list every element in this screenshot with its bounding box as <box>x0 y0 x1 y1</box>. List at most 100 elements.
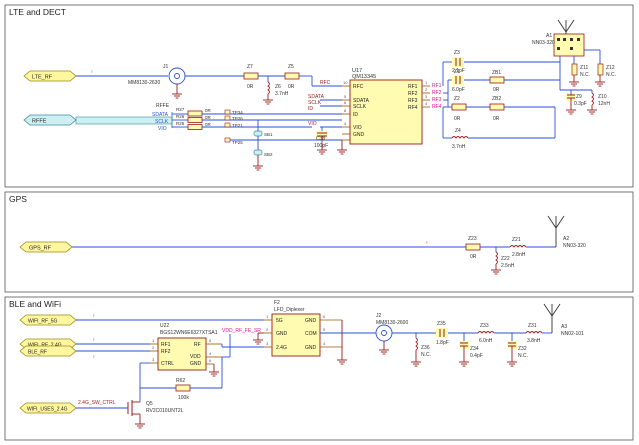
z10-value: 12nH <box>598 101 610 107</box>
u17-pin-num-2: 2 <box>425 87 428 92</box>
inductor-z33 <box>477 331 495 334</box>
a1-part: NN03-320 <box>532 40 555 46</box>
u22-pin-ctrl: CTRL <box>161 361 174 367</box>
q5-ref: Q5 <box>146 401 153 407</box>
f2-pin-gnd-r1: GND <box>305 318 317 324</box>
ic-u17 <box>349 79 423 145</box>
tp26-label: TP26 <box>232 116 243 121</box>
capacitor-c38-box <box>316 131 328 139</box>
z5-ref: Z5 <box>288 64 294 70</box>
z31-ref: Z31 <box>528 323 537 329</box>
resistor-r27 <box>187 110 203 117</box>
component-z11 <box>571 63 578 76</box>
antenna-a3-icon <box>543 303 561 333</box>
z2-value: 0R <box>454 116 461 122</box>
net-sclk: SCLK <box>308 100 322 106</box>
z36-value: N.C. <box>421 352 431 358</box>
z12-ref: Z12 <box>606 65 615 71</box>
zb2-value: 0R <box>493 116 500 122</box>
rffe-line-vio: VIO <box>158 126 167 132</box>
svg-text:♀: ♀ <box>90 69 94 75</box>
z21-ref: Z21 <box>512 237 521 243</box>
u22-pin-num-3: 3 <box>152 357 155 362</box>
z3-value: 2.1pF <box>452 68 465 74</box>
section-frame-ble <box>4 296 634 441</box>
diplexer-f2 <box>271 313 321 357</box>
u17-pin-num-4r: 4 <box>425 101 428 106</box>
z6-value: 3.7nH <box>275 91 289 97</box>
u22-pin-num-4: 4 <box>209 351 212 356</box>
rffe-line-sclk: SCLK <box>155 119 169 125</box>
net-vdd-rf-fe: VDD_RF_FE_SR <box>222 328 261 334</box>
r26-ref: R26 <box>176 114 185 119</box>
inductor-z6 <box>267 81 270 95</box>
section-title-gps: GPS <box>9 194 27 204</box>
resistor-r26 <box>187 117 203 123</box>
u22-pin-vdd: VDD <box>190 354 201 360</box>
net-rf1: RF1 <box>432 83 442 89</box>
u17-pin-gnd: GND <box>353 132 365 138</box>
u22-pin-num-6: 6 <box>209 358 212 363</box>
u17-pin-num-1: 1 <box>425 80 428 85</box>
net-vio: VIO <box>308 121 317 127</box>
zb1-ref: ZB1 <box>492 70 501 76</box>
zb1-value: 0R <box>493 87 500 93</box>
z3-ref: Z3 <box>454 50 460 56</box>
z31-value: 3.8nH <box>527 338 541 344</box>
tp25-label: TP25 <box>232 140 243 145</box>
z22-value: 2.5nH <box>501 263 515 269</box>
resistor-z7 <box>243 72 259 80</box>
u22-ref: U22 <box>160 323 169 329</box>
net-rf2: RF2 <box>432 90 442 96</box>
r62-ref: R62 <box>176 378 185 384</box>
a3-part: NN02-101 <box>561 331 584 337</box>
resistor-r62 <box>175 384 191 392</box>
testpoint-tp25 <box>224 137 231 143</box>
z7-ref: Z7 <box>247 64 253 70</box>
section-title-lte: LTE and DECT <box>9 7 66 17</box>
u17-pin-rf3: RF3 <box>408 98 418 104</box>
testpoint-tp21 <box>224 122 231 128</box>
u22-part: BGS12WN6E6327XTSA1 <box>160 330 218 336</box>
u17-ref: U17 <box>352 68 362 74</box>
z11-ref: Z11 <box>580 65 588 71</box>
z9-value: 0.3pF <box>574 101 587 107</box>
r27-value: 0R <box>205 108 212 113</box>
u22-pin-num-5: 5 <box>209 338 212 343</box>
inductor-z36 <box>415 337 418 351</box>
f2-pin-num-6: 6 <box>323 314 326 319</box>
a2-part: NN03-320 <box>563 243 586 249</box>
f2-pin-num-5: 5 <box>323 327 326 332</box>
inductor-z10 <box>591 92 594 106</box>
f2-pin-gnd-r2: GND <box>305 345 317 351</box>
section-title-ble: BLE and WiFi <box>9 299 61 309</box>
f2-pin-num-1: 1 <box>266 314 269 319</box>
z4-value: 3.7nH <box>452 144 466 150</box>
inductor-z22 <box>495 251 498 265</box>
zb2-ref: ZB2 <box>492 96 501 102</box>
net-rf4: RF4 <box>432 104 442 110</box>
z33-value: 6.0nH <box>479 338 493 344</box>
u17-pin-sclk: SCLK <box>353 104 367 110</box>
resistor-zb2 <box>489 103 505 111</box>
net-24g-sw-ctrl: 2.4G_SW_CTRL <box>78 400 116 406</box>
z23-ref: Z23 <box>468 236 477 242</box>
f2-pin-num-3: 3 <box>266 341 269 346</box>
svg-text:♀: ♀ <box>425 240 429 246</box>
a3-ref: A3 <box>561 324 567 330</box>
z1-value: 6.0pF <box>452 87 465 93</box>
j1-part: MM8130-2630 <box>128 80 160 86</box>
z11-value: N.C. <box>580 72 590 78</box>
u17-pin-num-5: 5 <box>344 94 347 99</box>
resistor-z23 <box>465 243 481 251</box>
z12-value: N.C. <box>606 72 616 78</box>
tp34-label: TP34 <box>232 110 243 115</box>
inductor-z21 <box>509 245 527 248</box>
u17-left-pins <box>342 85 350 141</box>
rffe-line-sdata: SDATA <box>152 112 169 118</box>
section-frame-lte <box>4 4 634 188</box>
z4-ref: Z4 <box>455 128 461 134</box>
connector-j1 <box>168 67 186 99</box>
testpoint-tp34 <box>224 109 231 115</box>
